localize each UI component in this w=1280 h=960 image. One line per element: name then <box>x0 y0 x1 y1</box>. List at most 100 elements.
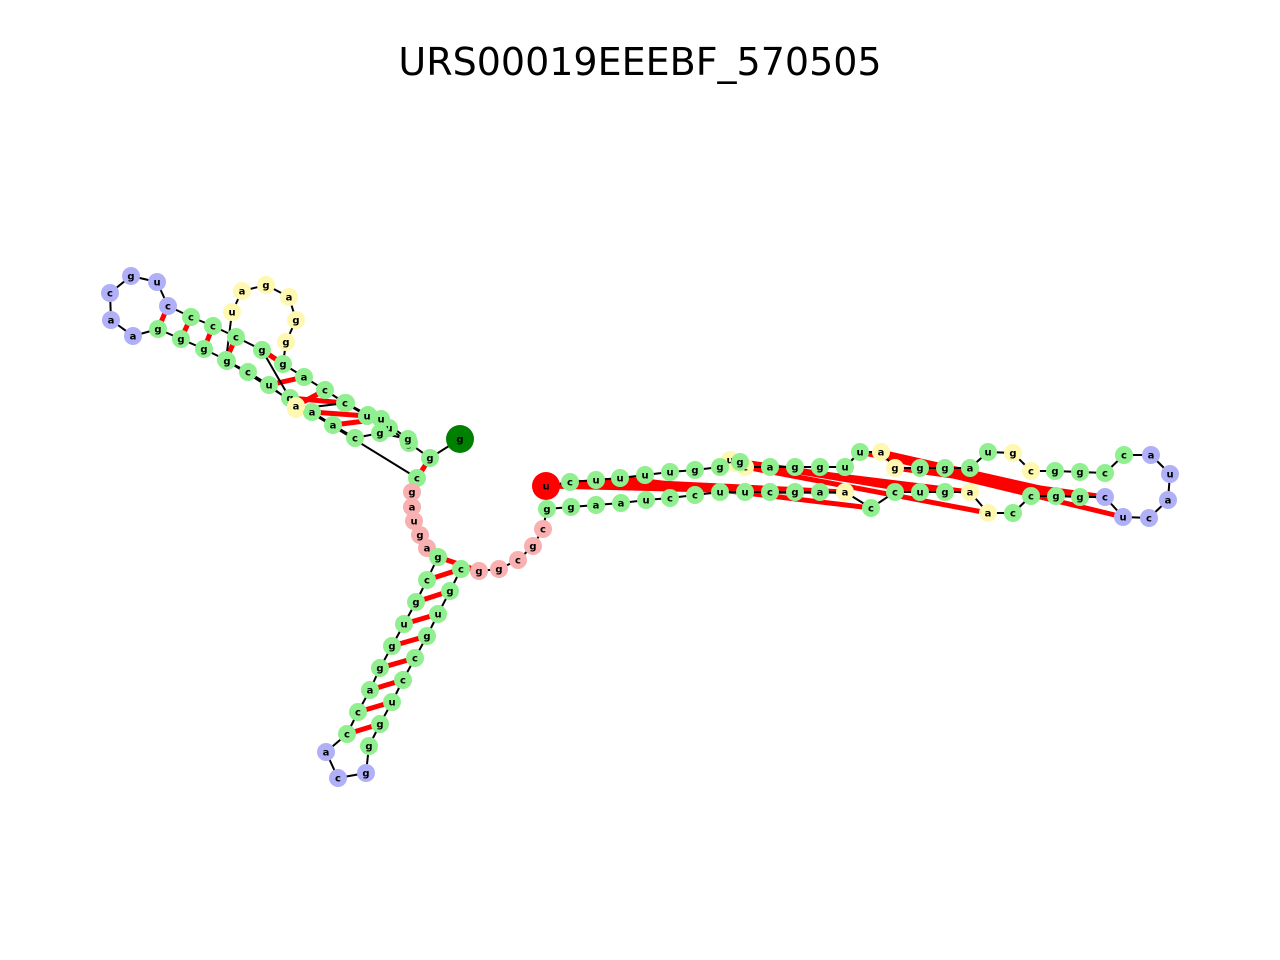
nucleotide-circle <box>122 267 140 285</box>
nucleotide-label: u <box>741 488 748 499</box>
nucleotide-circle <box>637 491 655 509</box>
nucleotide: c <box>1096 464 1114 482</box>
nucleotide-label: g <box>446 587 453 598</box>
nucleotide-circle <box>490 560 508 578</box>
nucleotide-circle <box>403 498 421 516</box>
nucleotide: g <box>371 715 389 733</box>
nucleotide-label: g <box>376 720 383 731</box>
nucleotide-circle <box>277 333 295 351</box>
nucleotide: g <box>407 593 425 611</box>
nucleotide-circle <box>731 453 749 471</box>
nucleotide-label: a <box>108 316 115 327</box>
nucleotide-label: c <box>667 494 673 505</box>
nucleotide-label: u <box>265 381 272 392</box>
nucleotide: c <box>1022 462 1040 480</box>
nucleotide-circle <box>239 363 257 381</box>
nucleotide-label: u <box>716 488 723 499</box>
nucleotide-label: c <box>210 322 216 333</box>
nucleotide-circle <box>295 368 313 386</box>
nucleotide-label: a <box>323 748 330 759</box>
nucleotide-label: c <box>458 565 464 576</box>
nucleotide: c <box>204 317 222 335</box>
nucleotide-label: u <box>642 496 649 507</box>
nucleotide: g <box>277 333 295 351</box>
nucleotide: u <box>395 615 413 633</box>
nucleotide: g <box>357 764 375 782</box>
nucleotide-label: g <box>376 429 383 440</box>
nucleotide-label: u <box>592 476 599 487</box>
nucleotide-label: u <box>641 471 648 482</box>
nucleotide-circle <box>403 483 421 501</box>
nucleotide: u <box>148 273 166 291</box>
nucleotide-circle <box>538 500 556 518</box>
nucleotide-circle <box>257 276 275 294</box>
nucleotide-circle <box>1004 504 1022 522</box>
nucleotide: c <box>1140 509 1158 527</box>
nucleotide: g <box>274 355 292 373</box>
nucleotide: g <box>421 449 439 467</box>
nucleotide-circle <box>418 627 436 645</box>
nucleotide-circle <box>149 320 167 338</box>
nucleotide: g <box>524 537 542 555</box>
nucleotide: a <box>102 311 120 329</box>
nucleotide-circle <box>961 483 979 501</box>
nucleotide: a <box>836 483 854 501</box>
nucleotide-circle <box>661 463 679 481</box>
nucleotide: u <box>979 443 997 461</box>
nucleotide: a <box>961 459 979 477</box>
nucleotide-label: u <box>228 308 235 319</box>
nucleotide-label: c <box>414 474 420 485</box>
nucleotide-label: a <box>842 488 849 499</box>
nucleotide: u <box>636 466 654 484</box>
nucleotide: c <box>329 769 347 787</box>
nucleotide: u <box>358 407 376 425</box>
nucleotide: u <box>736 483 754 501</box>
nucleotide: a <box>811 483 829 501</box>
nucleotide-label: g <box>177 335 184 346</box>
nucleotide-label: g <box>408 488 415 499</box>
nucleotide-label: u <box>377 415 384 426</box>
nucleotide-circle <box>441 582 459 600</box>
nucleotide-circle <box>911 459 929 477</box>
nucleotide-label: c <box>1028 467 1034 478</box>
nucleotide-circle <box>1096 488 1114 506</box>
nucleotide-label: c <box>335 774 341 785</box>
nucleotide: g <box>257 276 275 294</box>
nucleotide: g <box>686 461 704 479</box>
nucleotide-circle <box>361 681 379 699</box>
nucleotide-circle <box>1022 462 1040 480</box>
nucleotide-circle <box>429 548 447 566</box>
nucleotide: g <box>1047 487 1065 505</box>
nucleotide-circle <box>324 416 342 434</box>
nucleotide-circle <box>421 449 439 467</box>
nucleotide-label: g <box>529 542 536 553</box>
nucleotide: u <box>637 491 655 509</box>
nucleotide-circle <box>204 317 222 335</box>
nucleotide-label: g <box>1076 468 1083 479</box>
nucleotide-circle <box>1161 465 1179 483</box>
nucleotide-label: g <box>376 664 383 675</box>
nucleotide-circle <box>159 297 177 315</box>
nucleotide-label: a <box>967 488 974 499</box>
nucleotide-label: u <box>856 448 863 459</box>
nucleotide-label: u <box>410 517 417 528</box>
nucleotide-label: a <box>618 499 625 510</box>
nucleotide-circle <box>524 537 542 555</box>
nucleotide-circle <box>636 466 654 484</box>
nucleotide: g <box>1071 463 1089 481</box>
nucleotide-label: u <box>841 463 848 474</box>
nucleotide-circle <box>562 498 580 516</box>
nucleotide-layer: gggucgggccccugcaagggguagagggaccuuggcaaga… <box>101 267 1179 787</box>
nucleotide-label: g <box>791 488 798 499</box>
nucleotide-label: g <box>543 505 550 516</box>
nucleotide-circle <box>836 458 854 476</box>
nucleotide-circle <box>371 715 389 733</box>
nucleotide: g <box>936 459 954 477</box>
nucleotide-circle <box>357 764 375 782</box>
nucleotide-circle <box>195 340 213 358</box>
nucleotide-label: a <box>309 408 316 419</box>
backbone-link <box>226 360 418 479</box>
nucleotide-circle <box>1022 487 1040 505</box>
nucleotide-label: a <box>424 544 431 555</box>
nucleotide-label: c <box>692 491 698 502</box>
